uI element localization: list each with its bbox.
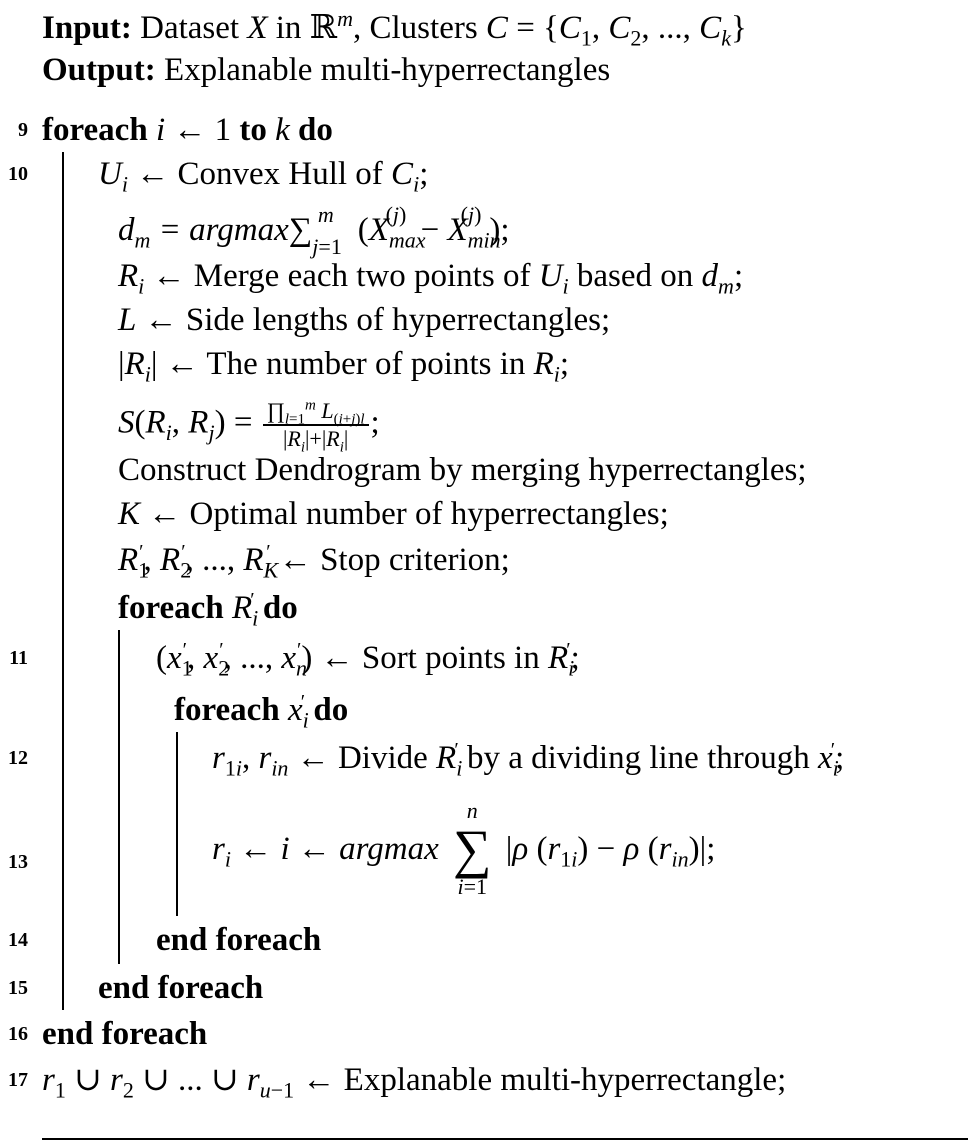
line-number: 12 (8, 747, 28, 769)
output-label: Output: (42, 52, 156, 88)
block-bar-inner (176, 732, 178, 916)
input-label: Input: (42, 10, 132, 46)
block-bar-outer (62, 152, 64, 1010)
bottom-rule (42, 1138, 968, 1140)
line-number: 17 (8, 1069, 28, 1091)
line-number: 11 (9, 647, 28, 669)
line-number: 9 (18, 119, 28, 141)
similarity-fraction: ∏l=1m L(i+j)l |Ri|+|Ri| (262, 398, 369, 455)
summation: n∑i=1 (453, 798, 492, 899)
line-number: 10 (8, 163, 28, 185)
block-bar-middle (118, 630, 120, 964)
output-text: Explanable multi-hyperrectangles (155, 52, 611, 88)
line-number: 13 (8, 851, 28, 873)
line-number: 16 (8, 1023, 28, 1045)
line-number: 14 (8, 929, 28, 951)
line-number: 15 (8, 977, 28, 999)
